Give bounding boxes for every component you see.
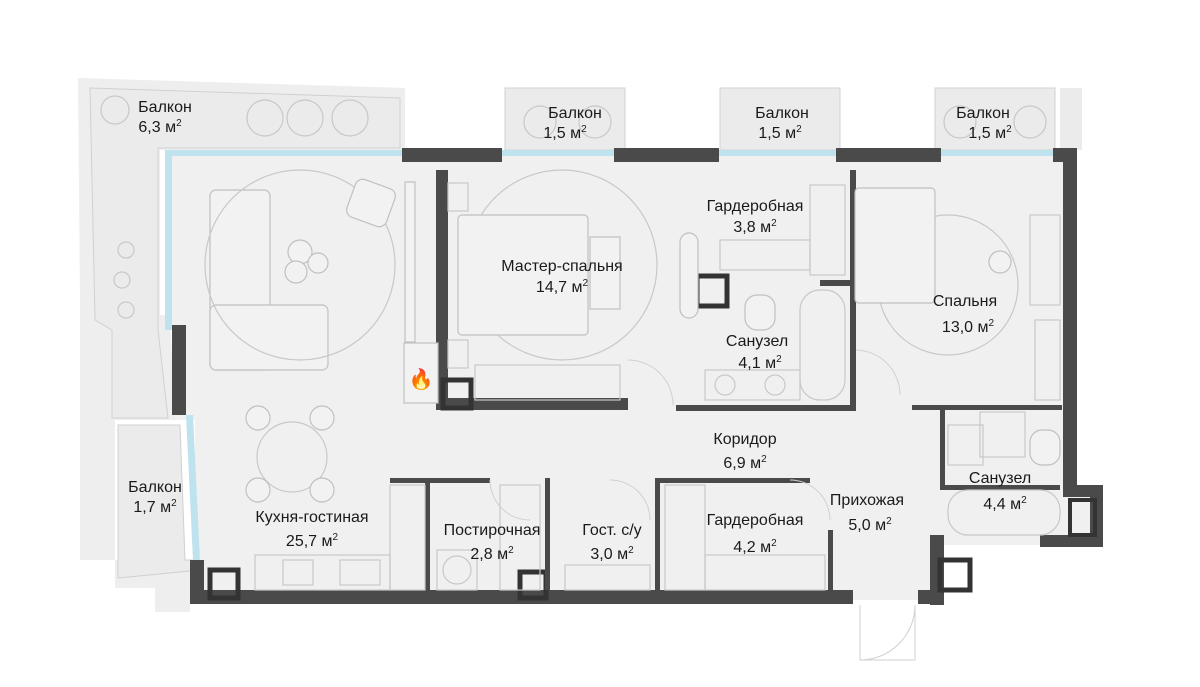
balcony-1-area — [504, 87, 626, 151]
corridor-label: Коридор — [713, 431, 776, 448]
living-furniture: 🔥 — [204, 169, 439, 591]
balcony-3-area-label: 1,5 м2 — [968, 124, 1012, 142]
bedroom-area-label: 13,0 м2 — [942, 318, 995, 336]
balcony-nw-label: Балкон — [138, 99, 192, 116]
bedroom-furniture — [854, 187, 1061, 401]
bathroom-1-area-label: 4,1 м2 — [738, 354, 782, 372]
master-bedroom-area-label: 14,7 м2 — [536, 278, 589, 296]
balcony-2-area-label: 1,5 м2 — [758, 124, 802, 142]
walls — [172, 148, 1103, 605]
wardrobe-bottom-area-label: 4,2 м2 — [733, 538, 777, 556]
balcony-1-area-label: 1,5 м2 — [543, 124, 587, 142]
balcony-nw-area-label: 6,3 м2 — [138, 118, 182, 136]
bathroom-2-area-label: 4,4 м2 — [983, 495, 1027, 513]
right-strip — [1060, 88, 1082, 150]
balcony-3-area — [934, 87, 1056, 151]
balconies — [78, 78, 1082, 612]
master-bedroom-furniture — [447, 169, 658, 401]
windows — [165, 150, 1053, 560]
guest-wc-label: Гост. с/у — [582, 522, 641, 539]
corridor-area-label: 6,9 м2 — [723, 454, 767, 472]
laundry-label: Постирочная — [444, 522, 541, 539]
wardrobe-top-furniture — [679, 184, 846, 319]
bedroom-label: Спальня — [933, 293, 997, 310]
balcony-3-label: Балкон — [956, 105, 1010, 122]
bathroom-2-label: Санузел — [969, 470, 1031, 487]
wardrobe-top-label: Гардеробная — [707, 198, 804, 215]
bathroom-2-fixtures — [947, 411, 1061, 536]
balcony-w-area-label: 1,7 м2 — [133, 498, 177, 516]
bathroom-1-label: Санузел — [726, 333, 788, 350]
balcony-furniture — [100, 95, 1047, 319]
balcony-w-label: Балкон — [128, 479, 182, 496]
hallway-area-label: 5,0 м2 — [848, 516, 892, 534]
balcony-2-label: Балкон — [755, 105, 809, 122]
wardrobe-top-area-label: 3,8 м2 — [733, 218, 777, 236]
guest-wc-area-label: 3,0 м2 — [590, 545, 634, 563]
laundry-area-label: 2,8 м2 — [470, 545, 514, 563]
balcony-1-label: Балкон — [548, 105, 602, 122]
service-rooms-furniture — [436, 484, 826, 591]
balcony-nw-floor — [89, 87, 401, 419]
room-labels: Балкон 6,3 м2 Балкон 1,5 м2 Балкон 1,5 м… — [128, 99, 1031, 563]
master-bedroom-label: Мастер-спальня — [501, 258, 622, 275]
wardrobe-bottom-label: Гардеробная — [707, 512, 804, 529]
kitchen-living-area-label: 25,7 м2 — [286, 532, 339, 550]
balcony-nw-area — [78, 78, 405, 612]
fire-icon: 🔥 — [409, 367, 434, 391]
bathroom-1-fixtures — [704, 289, 846, 401]
doors — [489, 349, 916, 661]
hallway-label: Прихожая — [830, 492, 904, 509]
kitchen-living-label: Кухня-гостиная — [255, 509, 368, 526]
